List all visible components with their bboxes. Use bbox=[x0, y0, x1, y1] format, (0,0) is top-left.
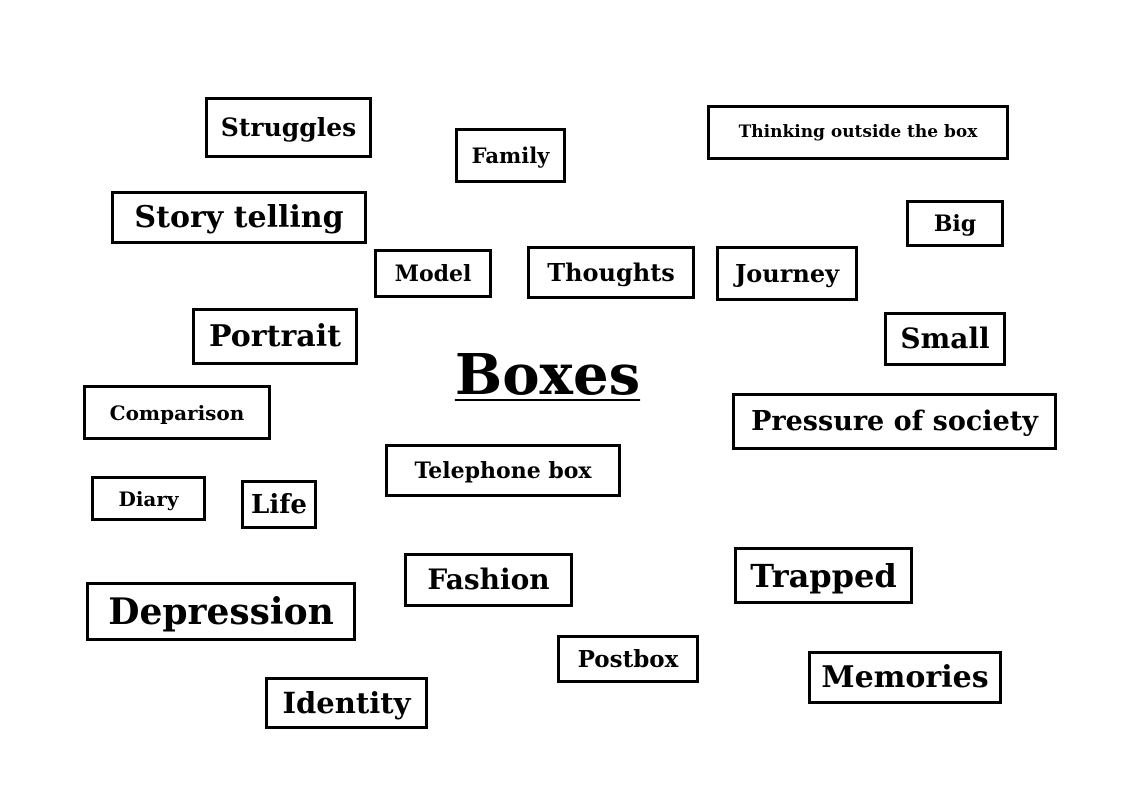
word-box-telephone-box: Telephone box bbox=[385, 444, 621, 497]
word-box-family: Family bbox=[455, 128, 566, 183]
word-box-big: Big bbox=[906, 200, 1004, 247]
word-box-small: Small bbox=[884, 312, 1006, 366]
word-box-journey: Journey bbox=[716, 246, 858, 301]
word-box-memories: Memories bbox=[808, 651, 1002, 704]
word-box-postbox: Postbox bbox=[557, 635, 699, 683]
word-box-struggles: Struggles bbox=[205, 97, 372, 158]
word-box-thoughts: Thoughts bbox=[527, 246, 695, 299]
central-topic-title: Boxes bbox=[454, 342, 641, 408]
word-box-thinking-outside-the-box: Thinking outside the box bbox=[707, 105, 1009, 160]
word-box-life: Life bbox=[241, 480, 317, 529]
word-box-depression: Depression bbox=[86, 582, 356, 641]
word-box-comparison: Comparison bbox=[83, 385, 271, 440]
word-box-story-telling: Story telling bbox=[111, 191, 367, 244]
word-box-trapped: Trapped bbox=[734, 547, 913, 604]
word-box-identity: Identity bbox=[265, 677, 428, 729]
word-box-diary: Diary bbox=[91, 476, 206, 521]
word-box-model: Model bbox=[374, 249, 492, 298]
word-box-portrait: Portrait bbox=[192, 308, 358, 365]
word-box-pressure-of-society: Pressure of society bbox=[732, 393, 1057, 450]
word-box-fashion: Fashion bbox=[404, 553, 573, 607]
